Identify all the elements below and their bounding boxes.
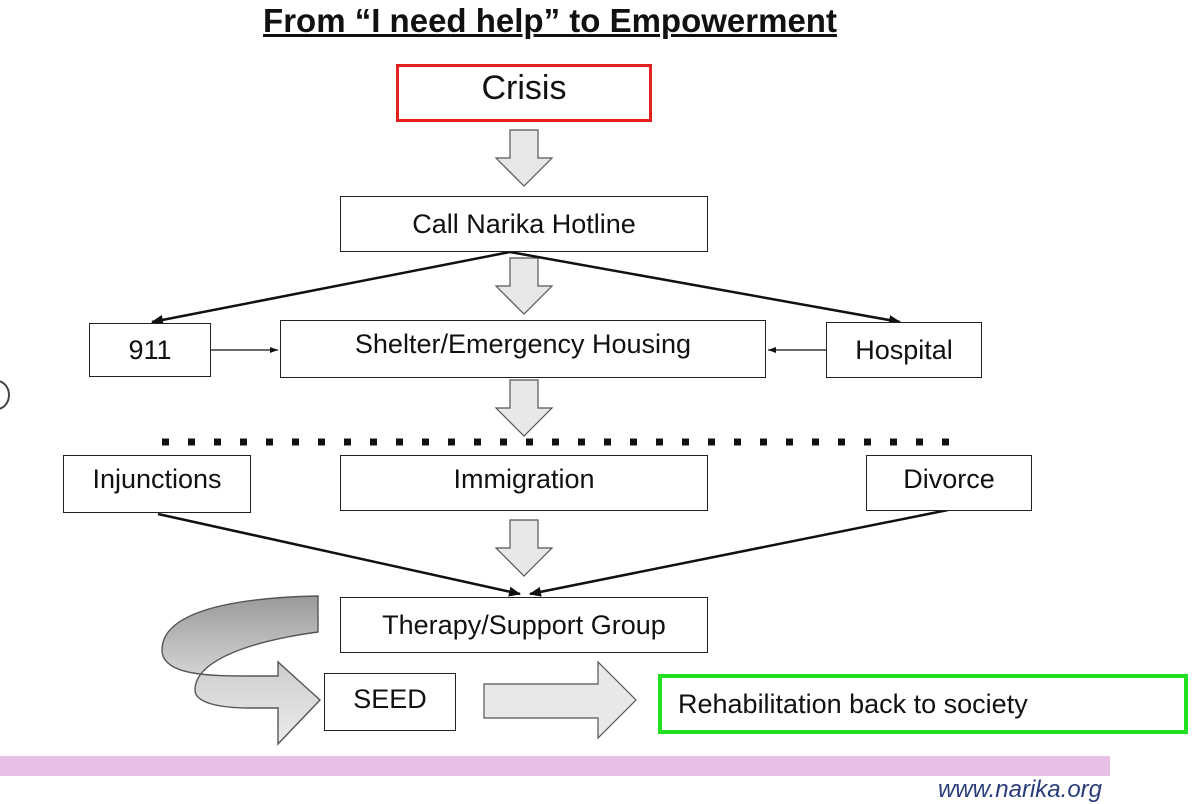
- footer-bar: [0, 756, 1110, 776]
- block-arrow-hotline-to-shelter: [494, 257, 554, 315]
- node-injunctions-label: Injunctions: [92, 464, 222, 494]
- node-shelter: Shelter/Emergency Housing: [280, 320, 766, 378]
- node-hospital: Hospital: [826, 322, 982, 378]
- arrow-hotline-to-911: [151, 250, 511, 325]
- node-crisis-label: Crisis: [481, 69, 567, 107]
- node-therapy: Therapy/Support Group: [340, 597, 708, 653]
- node-seed: SEED: [324, 673, 456, 731]
- node-911-label: 911: [128, 334, 172, 365]
- block-arrow-crisis-to-hotline: [494, 129, 554, 187]
- curved-arrow-therapy-to-seed: [161, 595, 322, 746]
- node-911: 911: [89, 323, 211, 377]
- node-hotline-label: Call Narika Hotline: [412, 208, 636, 239]
- block-arrow-seed-to-rehab: [483, 660, 637, 740]
- diagram-title: From “I need help” to Empowerment: [263, 2, 837, 39]
- node-seed-label: SEED: [353, 684, 427, 714]
- node-hospital-label: Hospital: [855, 334, 953, 365]
- arrow-injunctions-to-therapy: [157, 512, 521, 597]
- arrow-hotline-to-hospital: [509, 250, 901, 325]
- node-immigration-label: Immigration: [453, 464, 595, 494]
- node-therapy-label: Therapy/Support Group: [382, 609, 666, 640]
- node-rehab: Rehabilitation back to society: [658, 674, 1188, 734]
- arrow-divorce-to-therapy: [529, 508, 949, 597]
- footer-url: www.narika.org: [937, 776, 1102, 803]
- node-rehab-label: Rehabilitation back to society: [678, 688, 1028, 719]
- node-immigration: Immigration: [340, 455, 708, 511]
- node-shelter-label: Shelter/Emergency Housing: [354, 329, 692, 359]
- block-arrow-legal-to-therapy: [494, 519, 554, 577]
- node-hotline: Call Narika Hotline: [340, 196, 708, 252]
- node-divorce: Divorce: [866, 455, 1032, 511]
- node-crisis: Crisis: [396, 64, 652, 122]
- node-divorce-label: Divorce: [903, 464, 995, 494]
- node-injunctions: Injunctions: [63, 455, 251, 513]
- block-arrow-shelter-to-legal: [494, 379, 554, 437]
